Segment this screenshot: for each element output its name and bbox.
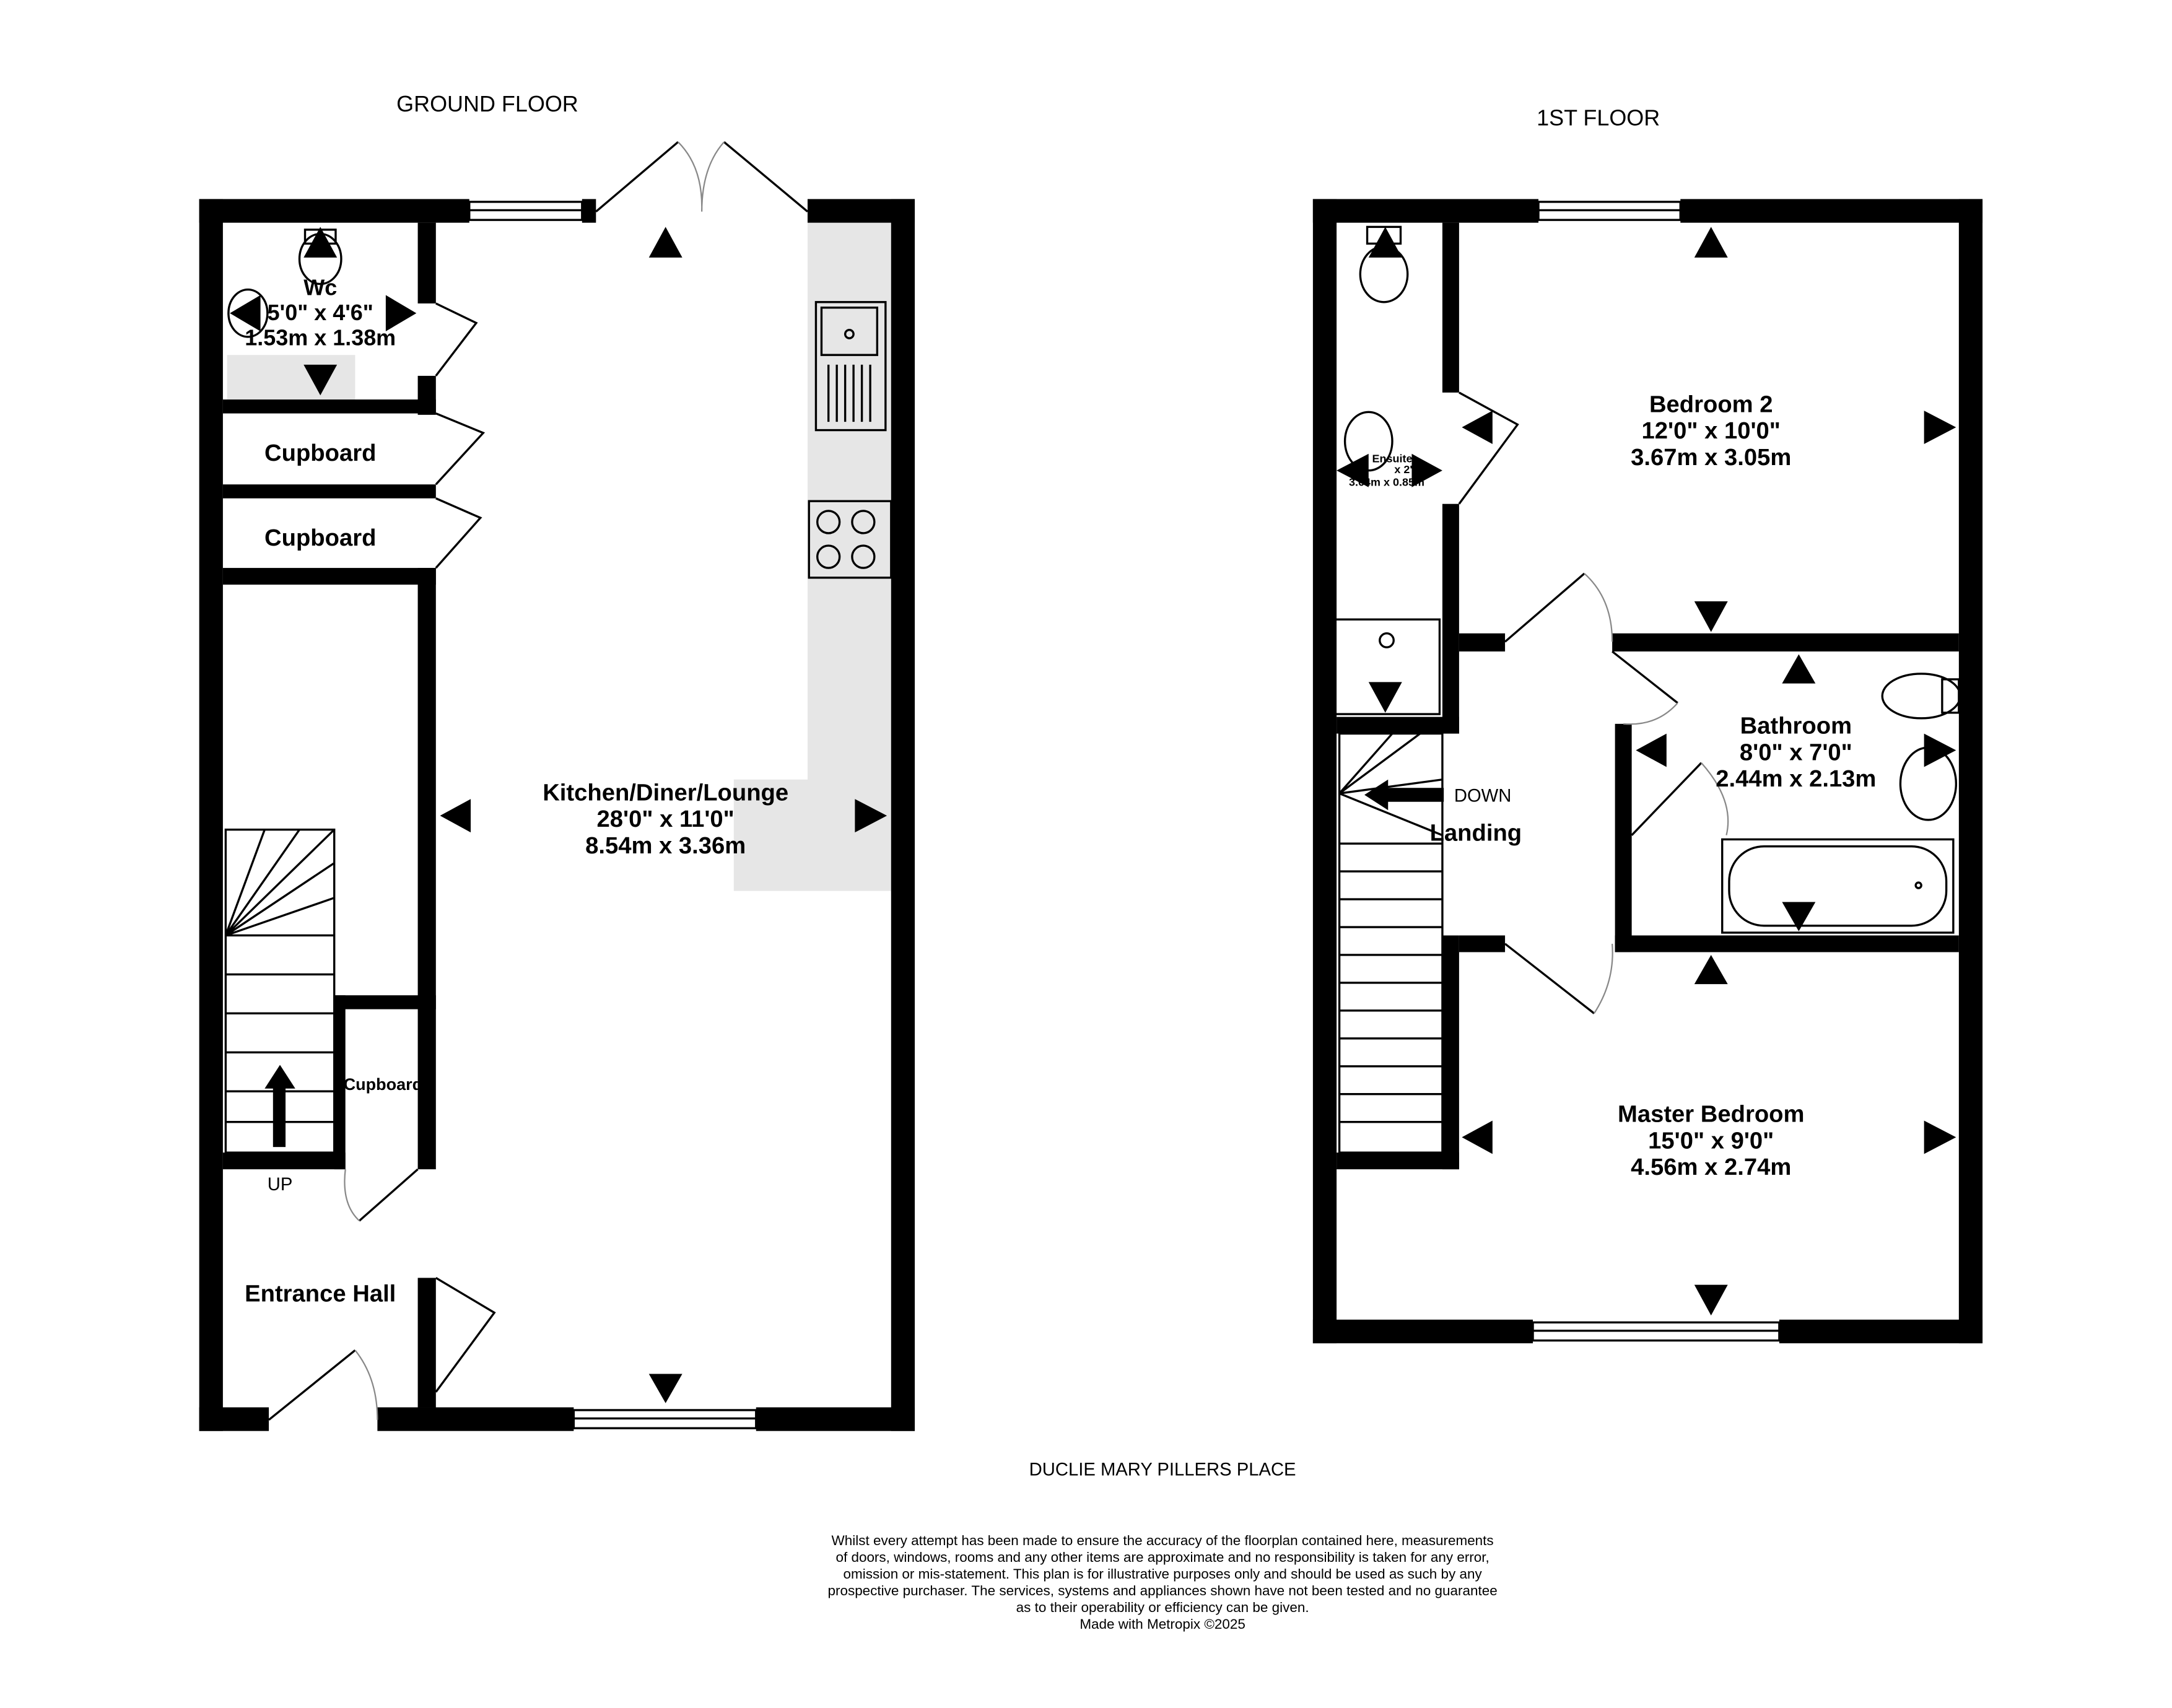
ensuite-name: Ensuite — [1372, 452, 1413, 464]
wc-floor-shade — [227, 355, 355, 400]
sink-icon — [814, 301, 887, 432]
stairs — [1338, 732, 1444, 1154]
first-floor-title: 1ST FLOOR — [1537, 105, 1660, 130]
stairs-down-label: DOWN — [1454, 786, 1512, 806]
fixtures — [227, 229, 892, 579]
ensuite-imperial: x 2' — [1394, 463, 1412, 476]
cupboard-label: Cupboard — [264, 440, 376, 466]
bath-icon — [1721, 838, 1955, 934]
disclaimer-line: as to their operability or efficiency ca… — [1016, 1600, 1309, 1615]
fixtures — [1332, 225, 1961, 934]
hall-name: Entrance Hall — [245, 1281, 396, 1307]
cupboard-label: Cupboard — [344, 1075, 422, 1094]
bathroom-imperial: 8'0" x 7'0" — [1740, 739, 1852, 765]
shower-icon — [1332, 618, 1441, 715]
credit: Made with Metropix ©2025 — [1079, 1616, 1245, 1632]
bedroom2-imperial: 12'0" x 10'0" — [1642, 417, 1781, 444]
master-imperial: 15'0" x 9'0" — [1648, 1127, 1774, 1154]
windows — [468, 201, 757, 1429]
walls — [1312, 199, 1983, 1344]
disclaimer-line: of doors, windows, rooms and any other i… — [835, 1549, 1489, 1565]
wc-name: Wc — [303, 275, 337, 300]
master-metric: 4.56m x 2.74m — [1631, 1154, 1791, 1180]
bedroom2-name: Bedroom 2 — [1649, 391, 1773, 417]
kitchen-name: Kitchen/Diner/Lounge — [543, 779, 788, 806]
disclaimer-line: omission or mis-statement. This plan is … — [844, 1566, 1483, 1582]
cupboard-label: Cupboard — [264, 525, 376, 551]
master-name: Master Bedroom — [1618, 1101, 1804, 1128]
disclaimer-line: prospective purchaser. The services, sys… — [827, 1583, 1497, 1598]
kitchen-imperial: 28'0" x 11'0" — [597, 806, 735, 832]
first-floor: 1ST FLOOR — [1312, 105, 1983, 1344]
kitchen-worktop — [733, 222, 891, 891]
ground-floor: GROUND FLOOR — [199, 91, 915, 1431]
ground-floor-title: GROUND FLOOR — [396, 91, 578, 116]
stairs — [224, 828, 336, 1154]
hob-icon — [808, 500, 892, 579]
bathroom-metric: 2.44m x 2.13m — [1716, 765, 1876, 792]
disclaimer: Whilst every attempt has been made to en… — [827, 1533, 1497, 1632]
doors — [1458, 391, 1729, 1014]
bedroom2-metric: 3.67m x 3.05m — [1631, 444, 1791, 471]
ensuite-metric: 3.64m x 0.85m — [1349, 476, 1424, 488]
bathroom-name: Bathroom — [1740, 713, 1852, 739]
disclaimer-line: Whilst every attempt has been made to en… — [832, 1533, 1494, 1548]
doors — [268, 141, 809, 1421]
wc-metric: 1.53m x 1.38m — [245, 325, 396, 350]
stairs-up-label: UP — [268, 1175, 293, 1195]
toilet-icon — [1881, 673, 1961, 720]
walls — [199, 199, 915, 1431]
wc-imperial: 5'0" x 4'6" — [268, 300, 373, 325]
windows — [1532, 201, 1781, 1342]
dimension-arrows — [230, 227, 888, 1403]
landing-name: Landing — [1430, 820, 1522, 847]
dimension-arrows — [1337, 227, 1956, 1316]
kitchen-metric: 8.54m x 3.36m — [585, 832, 746, 859]
address: DUCLIE MARY PILLERS PLACE — [1029, 1460, 1296, 1480]
basin-icon — [227, 288, 269, 338]
